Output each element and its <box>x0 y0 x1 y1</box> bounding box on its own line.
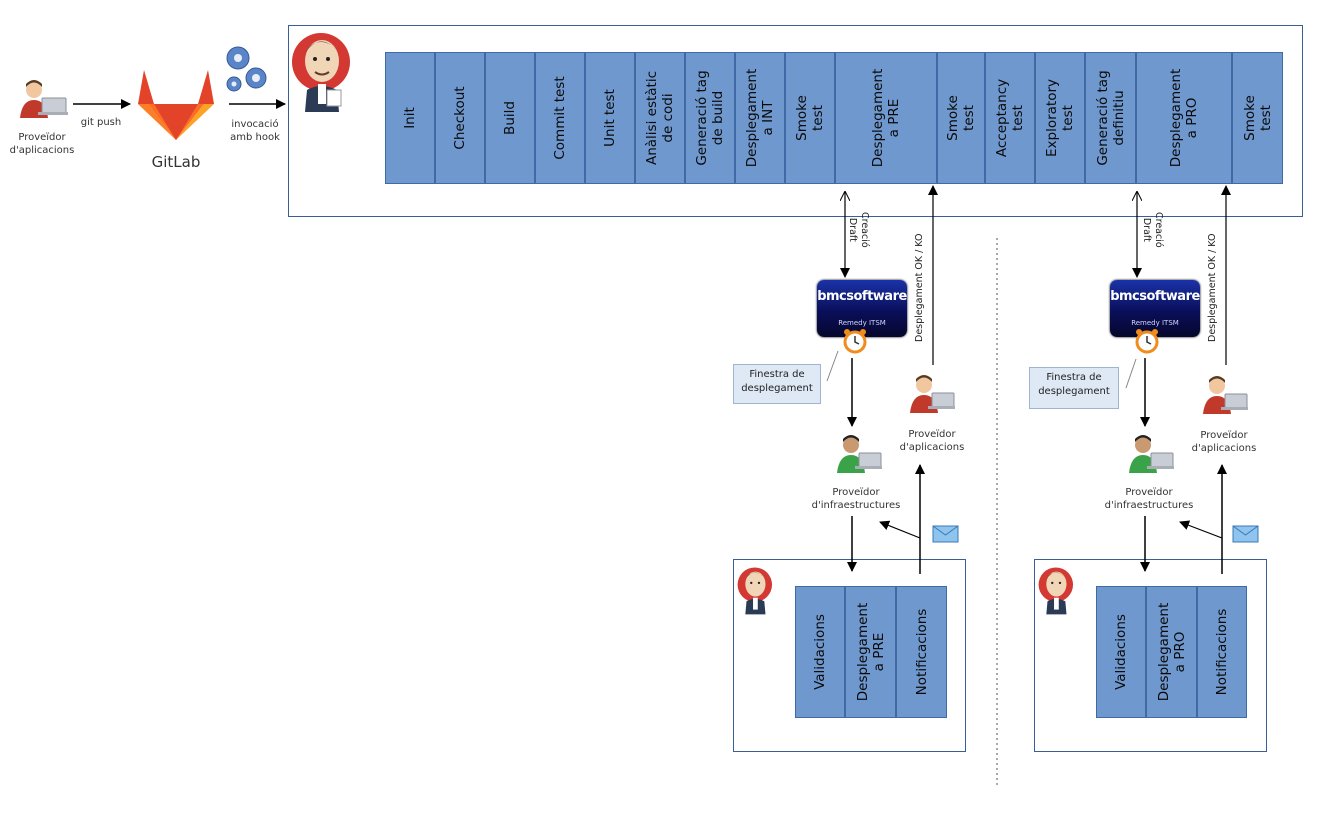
jenkins-icon <box>1038 567 1074 615</box>
jenkins-icon <box>737 567 773 615</box>
provider-apps-left <box>14 78 70 128</box>
desplegament-ok-ko-label-pre: Desplegament OK / KO <box>914 233 925 342</box>
pipeline-stage-label: Desplegament a INT <box>744 68 776 168</box>
provider-apps-left-label: Proveïdor d'aplicacions <box>9 132 75 156</box>
provider-infra-pre <box>833 433 883 481</box>
bmc-remedy-pro: bmcsoftware Remedy ITSM <box>1110 280 1200 337</box>
pre-stage-label: Validacions <box>812 614 828 690</box>
provider-apps-pre <box>906 373 956 421</box>
pro-stage-label: Notificacions <box>1214 608 1230 696</box>
pipeline-stage-label: Smoke test <box>945 95 977 141</box>
pre-stage-label: Notificacions <box>913 608 930 696</box>
git-push-label: git push <box>80 117 122 128</box>
pipeline-stage-2: Build <box>485 52 535 184</box>
person-icon <box>910 375 955 413</box>
gitlab-logo <box>136 66 216 142</box>
person-icon <box>837 435 882 473</box>
bmc-sub-text: Remedy ITSM <box>838 319 886 327</box>
pipeline-stage-label: Build <box>502 101 518 135</box>
pipeline-stage-label: Smoke test <box>794 95 826 141</box>
envelope-icon <box>1232 525 1259 543</box>
bmc-logo-text: bmcsoftware <box>817 289 907 304</box>
finestra-note-pro: Finestra de desplegament <box>1029 367 1119 409</box>
alarm-clock-icon <box>1135 329 1159 354</box>
pipeline-stage-9: Desplegament a PRE <box>835 52 937 184</box>
person-icon <box>1129 435 1174 473</box>
person-icon <box>20 80 68 118</box>
pipeline-stage-0: Init <box>385 52 435 184</box>
pipeline-stage-label: Generació tag de build <box>694 70 726 166</box>
pipeline-stage-8: Smoke test <box>785 52 835 184</box>
pipeline-stage-label: Checkout <box>452 86 468 150</box>
pro-stage-2: Notificacions <box>1197 586 1247 718</box>
pipeline-stage-5: Anàlisi estàtic de codi <box>635 52 685 184</box>
bmc-sub-text: Remedy ITSM <box>1131 319 1179 327</box>
jenkins-icon <box>292 33 350 112</box>
gears-icon <box>226 46 267 92</box>
envelope-pro <box>1232 524 1260 544</box>
person-icon <box>1203 376 1248 414</box>
bmc-logo-text: bmcsoftware <box>1110 289 1200 304</box>
jenkins-logo-main <box>291 28 355 114</box>
pipeline-stage-1: Checkout <box>435 52 485 184</box>
pre-stage-label: Desplegament a PRE <box>854 602 887 702</box>
pipeline-stage-14: Desplegament a PRO <box>1136 52 1232 184</box>
jenkins-logo-pre <box>737 563 775 617</box>
pipeline-stage-label: Acceptancy test <box>994 78 1026 158</box>
envelope-pre <box>932 524 960 544</box>
pipeline-stage-12: Exploratory test <box>1035 52 1085 184</box>
pipeline-stage-label: Desplegament a PRE <box>870 68 902 168</box>
pre-stage-1: Desplegament a PRE <box>845 586 896 718</box>
desplegament-ok-ko-label-pro: Desplegament OK / KO <box>1207 233 1218 342</box>
pipeline-stage-label: Init <box>402 107 418 129</box>
provider-infra-pro <box>1125 433 1175 481</box>
pipeline-stage-label: Generació tag definitiu <box>1094 70 1127 166</box>
provider-apps-pre-label: Proveïdor d'aplicacions <box>899 429 965 453</box>
jenkins-logo-pro <box>1038 563 1076 617</box>
pipeline-stage-label: Unit test <box>602 89 618 147</box>
invocacio-label: invocació amb hook <box>230 119 280 143</box>
alarm-clock-icon <box>843 329 867 354</box>
pipeline-stage-13: Generació tag definitiu <box>1085 52 1136 184</box>
pipeline-stage-11: Acceptancy test <box>985 52 1035 184</box>
pipeline-stage-label: Desplegament a PRO <box>1168 68 1200 168</box>
bmc-remedy-pre: bmcsoftware Remedy ITSM <box>817 280 907 337</box>
pipeline-stage-7: Desplegament a INT <box>735 52 785 184</box>
finestra-note-pre: Finestra de desplegament <box>733 364 821 404</box>
pro-stage-0: Validacions <box>1096 586 1146 718</box>
gitlab-icon <box>138 70 214 140</box>
provider-infra-pro-label: Proveïdor d'infraestructures <box>1104 487 1194 511</box>
pipeline-stage-label: Commit test <box>552 76 568 160</box>
pipeline-stage-label: Anàlisi estàtic de codi <box>644 70 676 166</box>
creacio-draft-label-pro: Creació Draft <box>1141 212 1164 248</box>
pipeline-stage-3: Commit test <box>535 52 585 184</box>
pro-stage-label: Desplegament a PRO <box>1155 602 1188 702</box>
pro-stage-label: Validacions <box>1113 614 1129 690</box>
alarm-clock-pre <box>842 328 868 354</box>
gitlab-label: GitLab <box>151 153 201 171</box>
envelope-icon <box>932 525 959 543</box>
provider-apps-pro-label: Proveïdor d'aplicacions <box>1191 430 1257 454</box>
pipeline-stage-10: Smoke test <box>937 52 985 184</box>
provider-apps-pro <box>1199 374 1249 422</box>
creacio-draft-label-pre: Creació Draft <box>847 212 870 248</box>
gears <box>222 40 272 96</box>
pipeline-stage-label: Exploratory test <box>1044 78 1076 158</box>
pro-stage-1: Desplegament a PRO <box>1146 586 1197 718</box>
pipeline-stage-4: Unit test <box>585 52 635 184</box>
alarm-clock-pro <box>1134 328 1160 354</box>
pipeline-stage-15: Smoke test <box>1232 52 1283 184</box>
pipeline-stage-label: Smoke test <box>1241 95 1274 141</box>
provider-infra-pre-label: Proveïdor d'infraestructures <box>811 487 901 511</box>
pipeline-stage-6: Generació tag de build <box>685 52 735 184</box>
pre-stage-0: Validacions <box>795 586 845 718</box>
pre-stage-2: Notificacions <box>896 586 947 718</box>
